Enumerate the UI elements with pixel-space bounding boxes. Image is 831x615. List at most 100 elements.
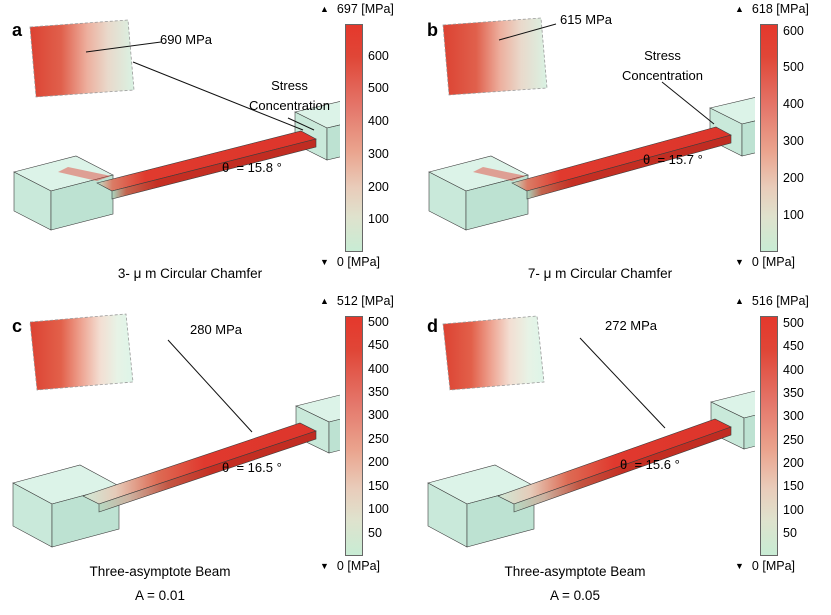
colorbar-tick: 300	[368, 147, 389, 161]
colorbar-tick: 400	[783, 97, 804, 111]
inset-zoom-view	[29, 19, 135, 98]
stress-scene-c	[12, 313, 340, 548]
colorbar-gradient	[345, 24, 363, 252]
colorbar-tick: 400	[368, 362, 389, 376]
colorbar-tick: 400	[368, 114, 389, 128]
colorbar-tick: 500	[783, 316, 804, 330]
tilt-angle-label: θ = 15.8 °	[222, 160, 282, 175]
colorbar-min-triangle-icon: ▼	[735, 560, 744, 571]
callout-line-stress	[661, 81, 715, 125]
colorbar-tick: 300	[783, 134, 804, 148]
callout-line-peak	[498, 23, 557, 41]
inset-zoom-view	[442, 315, 545, 391]
colorbar-tick: 200	[368, 180, 389, 194]
colorbar-tick: 600	[783, 24, 804, 38]
colorbar-tick: 100	[783, 208, 804, 222]
colorbar-tick: 350	[783, 386, 804, 400]
panel-label: b	[427, 20, 438, 40]
panel-c: c 280 MPa θ = 16.5 ° Three-asymptote Bea…	[0, 290, 415, 615]
colorbar-min-label: 0 [MPa]	[336, 559, 380, 573]
colorbar-tick: 100	[368, 502, 389, 516]
colorbar-max-label: 618 [MPa]	[751, 2, 809, 16]
stress-concentration-label: Stress Concentration	[622, 48, 703, 83]
panel-sub-caption: A = 0.05	[550, 588, 600, 603]
colorbar-min-triangle-icon: ▼	[735, 256, 744, 267]
callout-line-peak	[579, 337, 666, 429]
colorbar-max-triangle-icon: ▲	[320, 3, 329, 14]
colorbar-min-label: 0 [MPa]	[336, 255, 380, 269]
panel-caption: Three-asymptote Beam	[89, 564, 231, 579]
colorbar-max-label: 516 [MPa]	[751, 294, 809, 308]
colorbar-gradient	[345, 316, 363, 556]
panel-sub-caption: A = 0.01	[135, 588, 185, 603]
colorbar-tick: 600	[368, 49, 389, 63]
colorbar-tick: 250	[368, 432, 389, 446]
colorbar-min-label: 0 [MPa]	[751, 559, 795, 573]
panel-caption: 7- μ m Circular Chamfer	[527, 266, 673, 281]
tilt-angle-label: θ = 15.7 °	[643, 152, 703, 167]
peak-stress-annotation: 272 MPa	[605, 318, 658, 333]
inset-zoom-view	[29, 313, 134, 391]
colorbar-max-label: 512 [MPa]	[336, 294, 394, 308]
beam	[82, 422, 317, 513]
colorbar-tick: 300	[368, 408, 389, 422]
beam	[511, 126, 732, 200]
colorbar-tick: 100	[368, 212, 389, 226]
stress-scene-d	[427, 315, 755, 548]
panel-b: b 615 MPa Stress Concentration θ = 15.7 …	[415, 0, 831, 290]
beam	[96, 130, 317, 200]
colorbar-a: ▲ 697 [MPa] 600 500 400 300 200 100 ▼ 0 …	[318, 2, 414, 284]
colorbar-tick: 450	[783, 339, 804, 353]
colorbar-tick: 200	[368, 455, 389, 469]
peak-stress-annotation: 690 MPa	[160, 32, 213, 47]
colorbar-min-triangle-icon: ▼	[320, 256, 329, 267]
colorbar-d: ▲ 516 [MPa] 500 450 400 350 300 250 200 …	[733, 294, 829, 589]
colorbar-tick: 400	[783, 363, 804, 377]
panel-d: d 272 MPa θ = 15.6 ° Three-asymptote Bea…	[415, 290, 831, 615]
colorbar-tick: 200	[783, 171, 804, 185]
colorbar-tick: 50	[783, 526, 797, 540]
colorbar-max-triangle-icon: ▲	[735, 295, 744, 306]
colorbar-tick: 500	[783, 60, 804, 74]
stress-scene-a	[13, 19, 340, 231]
colorbar-max-triangle-icon: ▲	[735, 3, 744, 14]
beam	[497, 418, 732, 513]
stress-scene-b	[428, 17, 755, 231]
colorbar-c: ▲ 512 [MPa] 500 450 400 350 300 250 200 …	[318, 294, 414, 589]
colorbar-gradient	[760, 316, 778, 556]
panel-label: a	[12, 20, 23, 40]
callout-line-peak	[85, 41, 162, 53]
colorbar-tick: 300	[783, 409, 804, 423]
stress-concentration-label: Stress Concentration	[249, 78, 330, 113]
colorbar-tick: 50	[368, 526, 382, 540]
peak-stress-annotation: 615 MPa	[560, 12, 613, 27]
colorbar-max-label: 697 [MPa]	[336, 2, 394, 16]
anchor-block-left	[13, 155, 114, 231]
colorbar-max-triangle-icon: ▲	[320, 295, 329, 306]
colorbar-tick: 150	[783, 479, 804, 493]
inset-zoom-view	[442, 17, 548, 96]
colorbar-tick: 150	[368, 479, 389, 493]
panel-caption: Three-asymptote Beam	[504, 564, 646, 579]
callout-line-inset	[132, 61, 304, 131]
tilt-angle-label: θ = 15.6 °	[620, 457, 680, 472]
panel-label: c	[12, 316, 23, 336]
callout-line-peak	[167, 339, 253, 433]
panel-a: a 690 MPa Stress Concentration θ = 15.8 …	[0, 0, 415, 290]
tilt-angle-label: θ = 16.5 °	[222, 460, 282, 475]
anchor-block-left	[428, 155, 529, 231]
panel-caption: 3- μ m Circular Chamfer	[117, 266, 263, 281]
colorbar-tick: 100	[783, 503, 804, 517]
panel-label: d	[427, 316, 438, 336]
colorbar-tick: 350	[368, 385, 389, 399]
colorbar-min-label: 0 [MPa]	[751, 255, 795, 269]
colorbar-b: ▲ 618 [MPa] 600 500 400 300 200 100 ▼ 0 …	[733, 2, 829, 284]
colorbar-tick: 500	[368, 81, 389, 95]
colorbar-tick: 200	[783, 456, 804, 470]
colorbar-tick: 500	[368, 315, 389, 329]
colorbar-tick: 250	[783, 433, 804, 447]
colorbar-gradient	[760, 24, 778, 252]
colorbar-tick: 450	[368, 338, 389, 352]
callout-line-stress	[287, 117, 315, 131]
